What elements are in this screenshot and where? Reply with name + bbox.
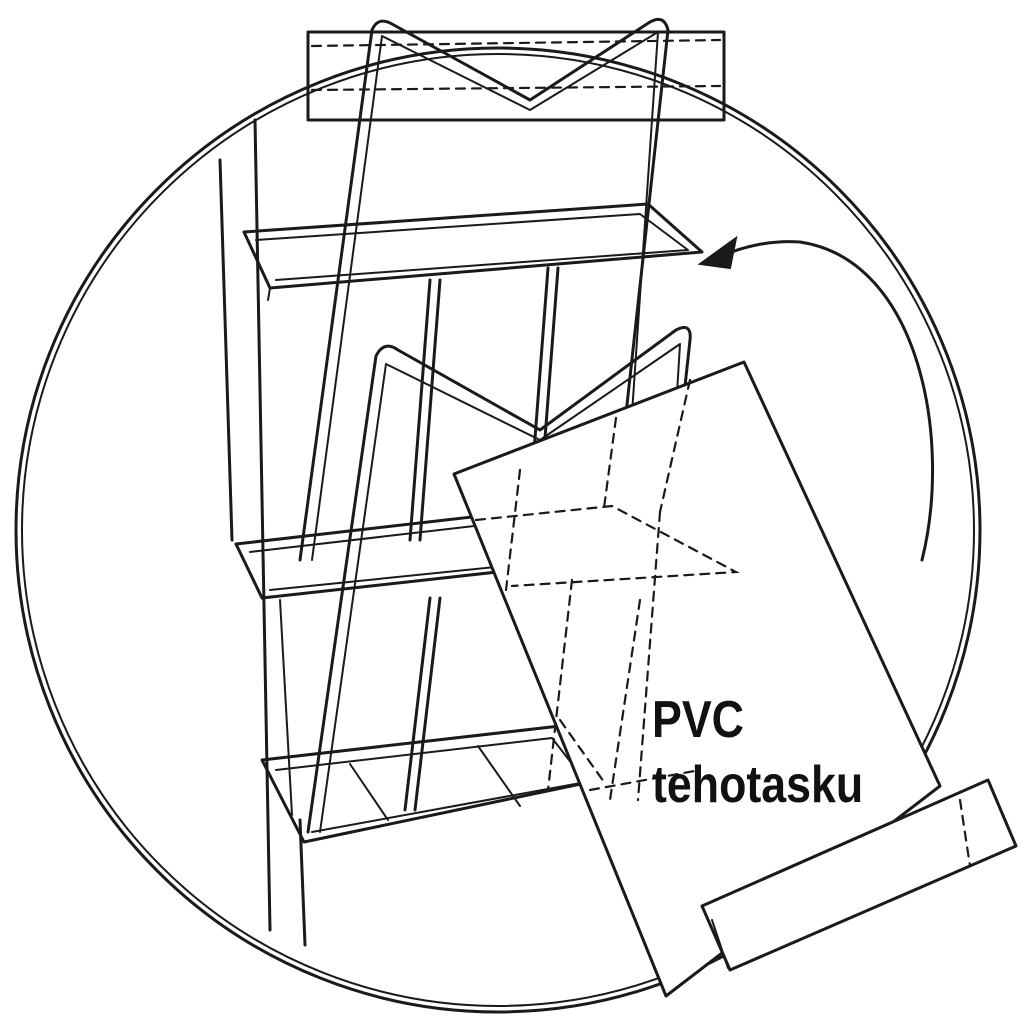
pocket-bottom-clip bbox=[700, 778, 1018, 972]
lower-rack-wires bbox=[403, 596, 442, 812]
upper-shelf bbox=[242, 202, 704, 301]
wall-panel bbox=[218, 118, 307, 947]
circle-frame bbox=[14, 46, 982, 1014]
arrow-head-icon bbox=[697, 235, 738, 270]
label-line-1: PVC bbox=[652, 691, 744, 749]
bottom-shelf bbox=[260, 724, 602, 844]
label-line-2: tehotasku bbox=[652, 756, 864, 814]
curved-arrow bbox=[697, 235, 935, 562]
upper-wire-frame bbox=[298, 17, 670, 562]
pvc-pocket bbox=[452, 360, 942, 998]
